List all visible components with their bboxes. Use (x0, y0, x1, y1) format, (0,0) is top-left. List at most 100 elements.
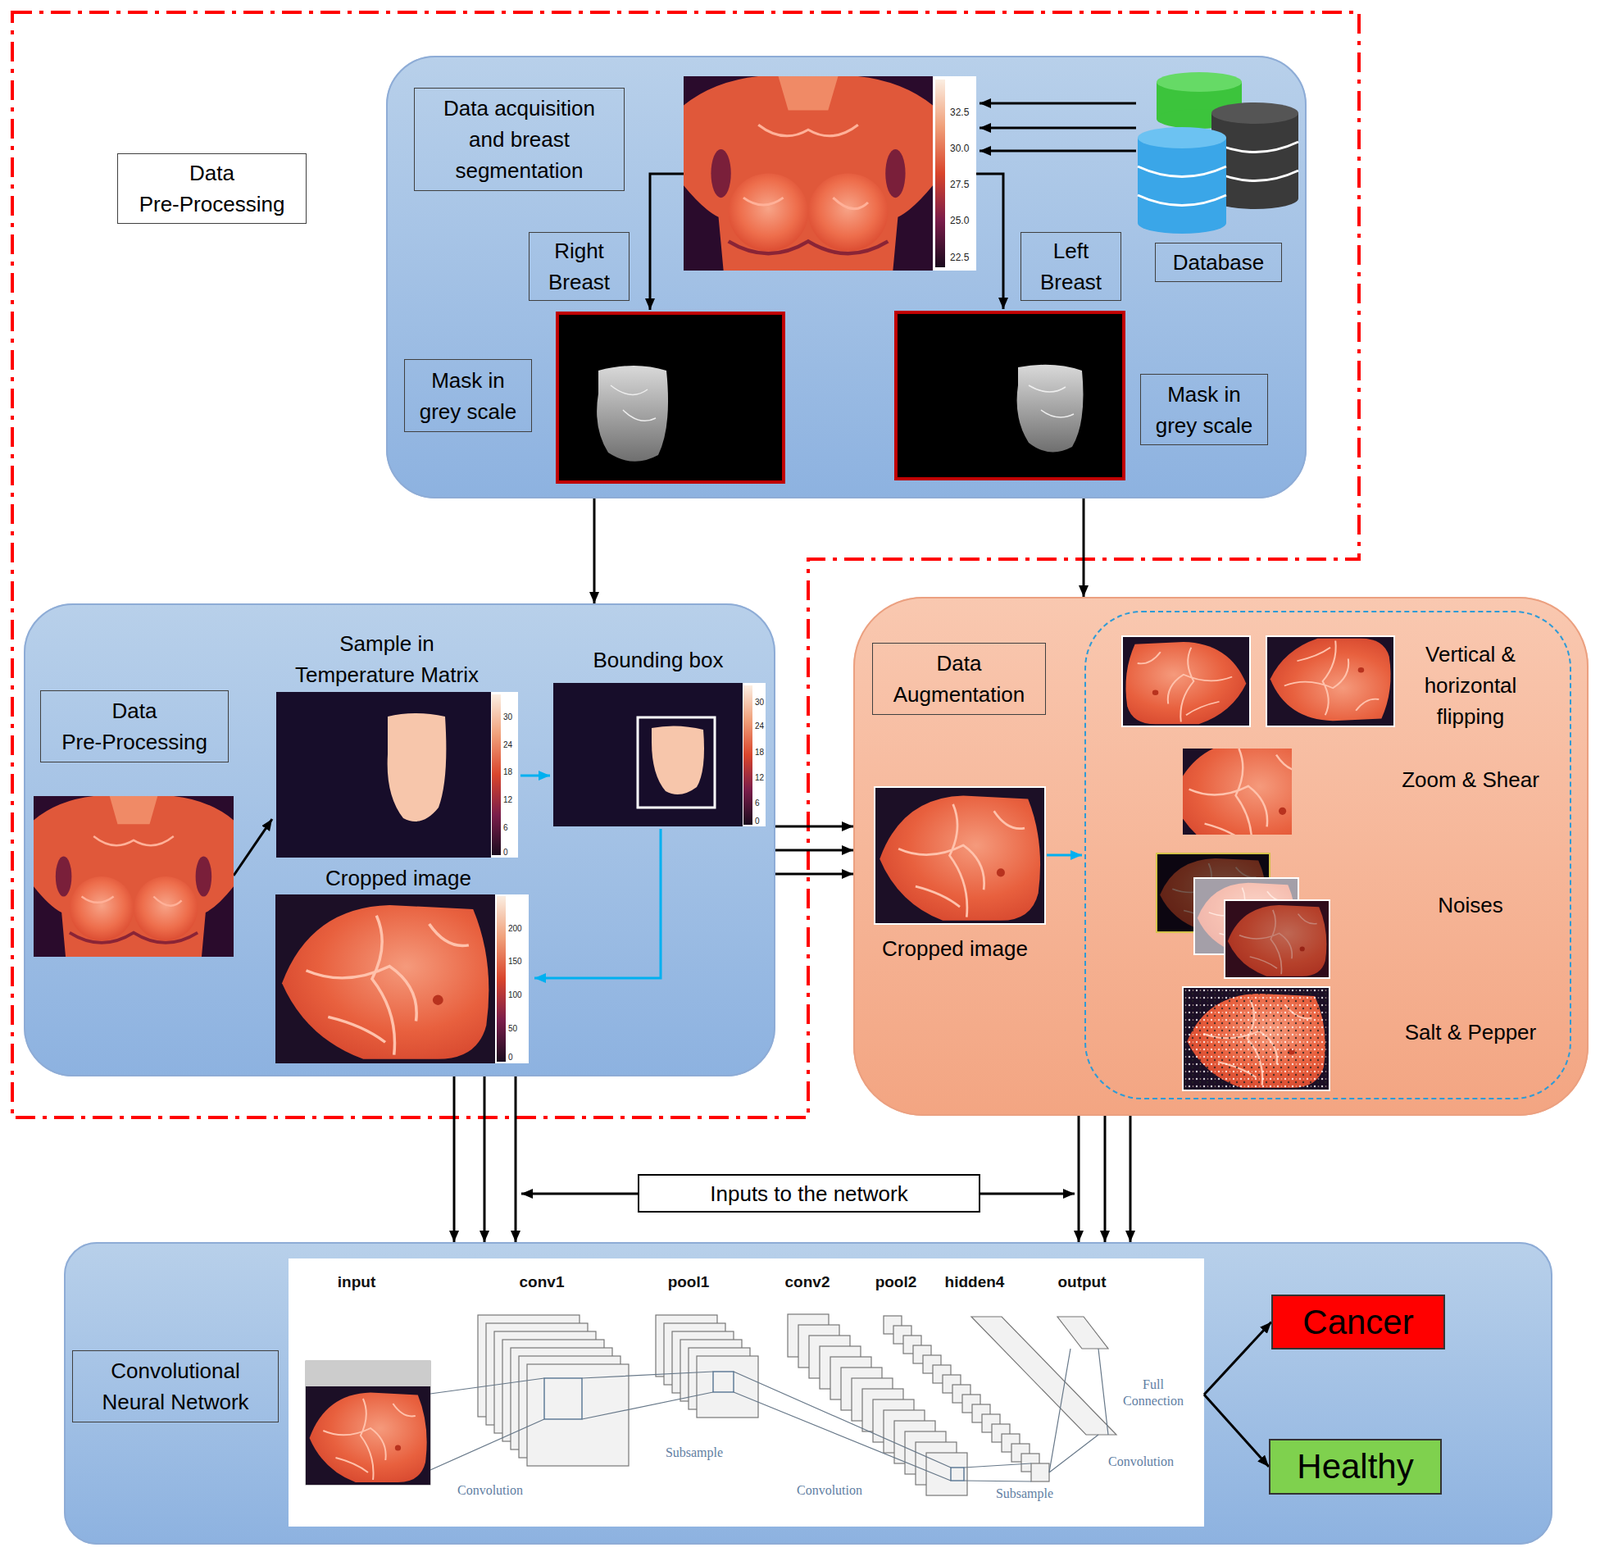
layer-name: pool1 (651, 1272, 726, 1292)
arrow-connector (1082, 498, 1086, 597)
word: in (488, 368, 505, 393)
augmentation-images (1167, 732, 1323, 859)
word: Vertical (1425, 641, 1496, 667)
word: flipping (1436, 704, 1505, 729)
word: Right (554, 238, 605, 264)
thermogram (932, 76, 977, 271)
word: 25.0 (950, 214, 969, 227)
mask-image (610, 385, 656, 421)
colorbar-tick: 50 (508, 1023, 518, 1034)
side-label: Left Breast (1020, 231, 1122, 301)
network-figure: inputconv1pool1conv2pool2hidden4outputCo… (288, 1258, 1205, 1527)
operation-label: Full Connection (1116, 1376, 1191, 1410)
colorbar-tick: 0 (754, 816, 760, 827)
word: 0 (503, 847, 509, 857)
word: Convolutional (110, 1358, 241, 1383)
augmentation-name: Vertical & horizontal flipping (1400, 638, 1541, 732)
cnn-figure (527, 1363, 629, 1466)
augmentation-images (1167, 732, 1323, 859)
word: Subsample (995, 1486, 1054, 1500)
word: in (1224, 381, 1241, 407)
arrow-connector (483, 1076, 487, 1242)
word: Breast (548, 269, 610, 295)
database-icon (1137, 137, 1227, 223)
word: the (797, 1181, 828, 1206)
class-box: Cancer (1271, 1294, 1446, 1350)
cnn-figure (581, 1371, 714, 1419)
word: Left (1053, 238, 1089, 264)
word: to (773, 1181, 792, 1206)
word: & (1501, 641, 1516, 667)
box-text: Left Breast (1027, 235, 1114, 298)
colorbar-tick: 24 (503, 740, 513, 750)
word: 0 (508, 1052, 514, 1062)
colorbar-tick: 18 (754, 747, 764, 758)
augmentation-images (1266, 636, 1395, 727)
preprocessing-images (651, 725, 705, 795)
word: Pre-Processing (61, 729, 208, 755)
preprocessing-images (637, 717, 715, 808)
acquisition-panel: Data acquisition and breast segmentation… (386, 55, 1307, 499)
word: 12 (754, 772, 764, 782)
augmentation-images (874, 636, 1395, 1091)
operation-label: Convolution (440, 1481, 540, 1499)
mask-image (557, 312, 1124, 482)
layer-name: hidden4 (937, 1272, 1012, 1292)
colorbar-tick: 0 (508, 1052, 514, 1063)
word: image (969, 936, 1028, 961)
word: 30.0 (950, 142, 969, 155)
cnn-figure (971, 1316, 1117, 1435)
word: Zoom (1401, 767, 1456, 792)
database-icon (1137, 72, 1299, 234)
cnn-figure (305, 1313, 1117, 1496)
image-caption: Cropped image (860, 932, 1050, 964)
layout-arrow (650, 173, 684, 310)
augmentation-images (1224, 900, 1330, 978)
word: Pre-Processing (139, 191, 286, 217)
word: Neural (101, 1389, 165, 1414)
word: Temperature (295, 662, 415, 687)
word: Data (936, 650, 982, 676)
word: segmentation (454, 158, 583, 183)
panel-fill (63, 1241, 1553, 1545)
word: 0 (754, 816, 760, 826)
word: Breast (1040, 269, 1102, 295)
colorbar-tick: 24 (754, 721, 764, 732)
word: 18 (754, 747, 764, 757)
preprocessing-images (495, 894, 529, 1064)
box-text: Right Breast (536, 235, 623, 298)
word: Database (1172, 250, 1264, 275)
word: pool1 (668, 1272, 710, 1291)
cnn-figure (544, 1371, 964, 1481)
augmentation-images (874, 786, 1046, 924)
word: Convolution (457, 1482, 523, 1497)
preprocessing-panel: Data Pre-ProcessingSample in Temperature… (23, 603, 776, 1077)
box-text: Cancer (1302, 1301, 1414, 1343)
word: 12 (503, 795, 513, 805)
cnn-figure (963, 1463, 1032, 1482)
image-caption: Sample in Temperature Matrix (284, 627, 490, 691)
arrow-connector (514, 1076, 518, 1242)
colorbar-tick: 22.5 (950, 251, 969, 264)
word: output (1057, 1272, 1106, 1291)
word: Data (443, 95, 489, 121)
augmentation-images (1182, 986, 1330, 1091)
word: 6 (754, 798, 760, 808)
word: Connection (1122, 1393, 1184, 1408)
cnn-figure (430, 1377, 545, 1470)
word: conv2 (785, 1272, 831, 1291)
word: Salt (1404, 1019, 1442, 1045)
word: pool2 (875, 1272, 918, 1291)
word: Inputs (709, 1181, 769, 1206)
word: Full (1142, 1377, 1164, 1391)
word: scale (467, 399, 518, 424)
colorbar-tick: 12 (754, 772, 764, 783)
word: breast (510, 127, 570, 152)
arrow-connector (1104, 1115, 1107, 1242)
process-arrow (520, 774, 550, 778)
word: 200 (508, 923, 523, 933)
database-icon (1156, 72, 1242, 92)
database-icon (1137, 166, 1227, 206)
layout-arrow (233, 818, 273, 876)
colorbar-tick: 0 (503, 847, 509, 858)
